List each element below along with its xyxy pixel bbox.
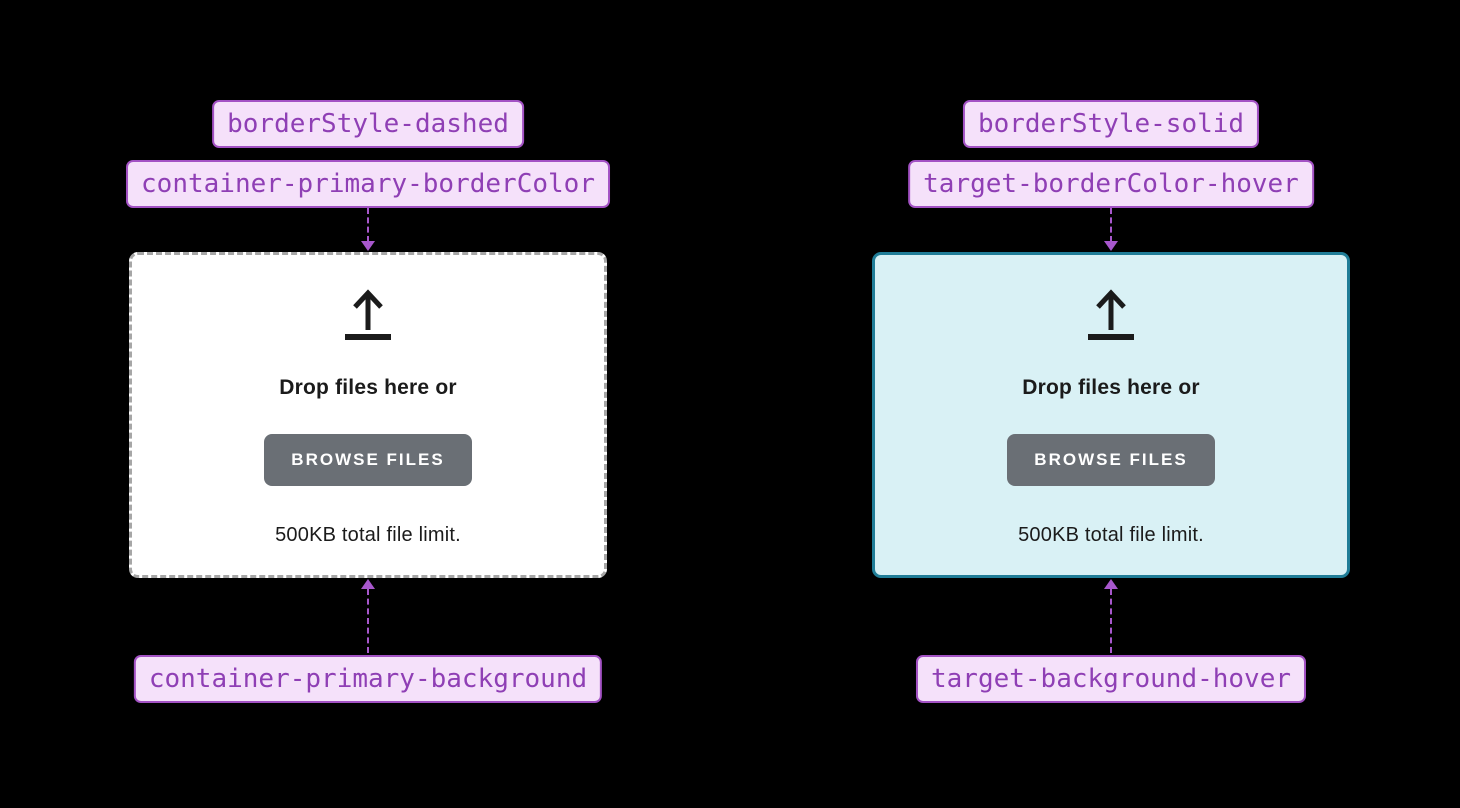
- arrow-up-icon: [361, 579, 375, 589]
- token-badge-border-style-dashed: borderStyle-dashed: [212, 100, 524, 148]
- arrow-line-bottom: [1110, 589, 1112, 653]
- file-limit-text: 500KB total file limit.: [275, 523, 461, 546]
- file-dropzone-default[interactable]: Drop files here or BROWSE FILES 500KB to…: [129, 252, 607, 578]
- browse-files-button[interactable]: BROWSE FILES: [1007, 433, 1215, 486]
- arrow-line-bottom: [367, 589, 369, 653]
- arrow-line-top: [367, 208, 369, 242]
- token-badge-border-style-solid: borderStyle-solid: [962, 100, 1260, 148]
- arrow-down-icon: [1104, 241, 1118, 251]
- arrow-down-icon: [361, 241, 375, 251]
- upload-icon: [1088, 288, 1134, 340]
- token-badge-target-background-hover: target-background-hover: [915, 655, 1307, 703]
- upload-icon: [345, 288, 391, 340]
- token-badge-container-primary-background: container-primary-background: [133, 655, 603, 703]
- browse-files-button[interactable]: BROWSE FILES: [264, 433, 472, 486]
- arrow-up-icon: [1104, 579, 1118, 589]
- file-dropzone-hover[interactable]: Drop files here or BROWSE FILES 500KB to…: [872, 252, 1350, 578]
- file-limit-text: 500KB total file limit.: [1018, 523, 1204, 546]
- arrow-line-top: [1110, 208, 1112, 242]
- drop-files-text: Drop files here or: [279, 375, 457, 399]
- token-badge-target-border-color-hover: target-borderColor-hover: [908, 160, 1314, 208]
- token-badge-container-primary-border-color: container-primary-borderColor: [126, 160, 610, 208]
- drop-files-text: Drop files here or: [1022, 375, 1200, 399]
